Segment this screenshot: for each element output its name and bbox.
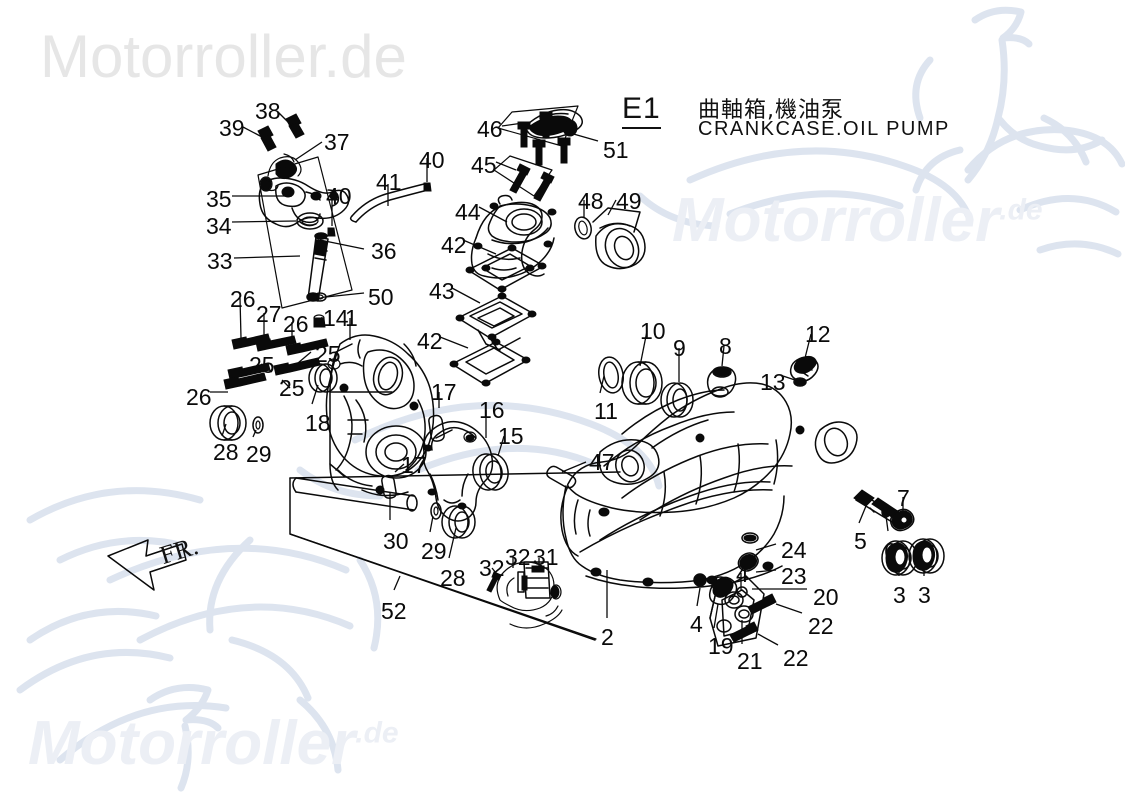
part-callout-7: 7 [897,485,910,511]
part-callout-4: 4 [736,561,749,587]
part-callout-27: 27 [256,301,282,327]
part-callout-37: 37 [324,129,350,155]
part-callout-39: 39 [219,115,245,141]
part-callout-26: 26 [230,286,256,312]
part-callout-8: 8 [719,333,732,359]
part-callout-26: 26 [283,311,309,337]
part-callout-4: 4 [690,611,703,637]
part-callout-9: 9 [673,335,686,361]
part-callout-2: 2 [601,624,614,650]
part-callout-42: 42 [441,232,467,258]
part-callout-14: 14 [323,305,349,331]
part-callout-44: 44 [455,199,481,225]
part-callout-38: 38 [255,98,281,124]
part-callout-19: 19 [708,633,734,659]
part-callout-34: 34 [206,213,232,239]
figure-title-chinese: 曲軸箱,機油泵 [698,98,844,123]
part-callout-48: 48 [578,188,604,214]
part-callout-40: 40 [326,183,352,209]
part-callout-6: 6 [884,538,897,564]
part-callout-33: 33 [207,248,233,274]
part-callout-17: 17 [401,452,427,478]
figure-code: E1 [622,92,661,129]
part-callout-28: 28 [440,565,466,591]
part-callout-3: 3 [893,582,906,608]
part-callout-42: 42 [417,328,443,354]
part-callout-24: 24 [781,537,807,563]
part-callout-47: 47 [589,449,615,475]
part-callout-28: 28 [213,439,239,465]
part-callout-29: 29 [246,441,272,467]
part-callout-52: 52 [381,598,407,624]
part-callout-43: 43 [429,278,455,304]
part-callout-32: 32 [505,544,531,570]
part-callout-36: 36 [371,238,397,264]
part-callout-45: 45 [471,152,497,178]
part-callout-25: 25 [279,375,305,401]
part-callout-25: 25 [315,341,341,367]
figure-title-english: CRANKCASE.OIL PUMP [698,118,950,140]
part-callout-12: 12 [805,321,831,347]
part-callout-18: 18 [305,410,331,436]
part-callout-21: 21 [737,648,763,674]
part-callout-46: 46 [477,116,503,142]
part-callout-23: 23 [781,563,807,589]
part-callout-30: 30 [383,528,409,554]
part-callout-41: 41 [376,169,402,195]
part-callout-31: 31 [533,544,559,570]
part-callout-10: 10 [640,318,666,344]
part-callout-22: 22 [783,645,809,671]
part-callout-40: 40 [419,147,445,173]
part-callout-15: 15 [498,423,524,449]
part-callout-50: 50 [368,284,394,310]
part-callout-17: 17 [431,379,457,405]
part-callout-11: 11 [594,398,618,424]
part-callout-29: 29 [421,538,447,564]
part-callout-51: 51 [603,137,629,163]
part-callout-1: 1 [345,305,358,331]
part-callout-5: 5 [854,528,867,554]
part-callout-32: 32 [479,555,505,581]
part-callout-49: 49 [616,188,642,214]
part-callout-26: 26 [186,384,212,410]
part-callout-16: 16 [479,397,505,423]
part-callout-25: 25 [249,352,275,378]
part-callout-13: 13 [760,369,786,395]
part-callout-20: 20 [813,584,839,610]
part-callout-35: 35 [206,186,232,212]
part-callout-22: 22 [808,613,834,639]
part-callout-3: 3 [918,582,931,608]
